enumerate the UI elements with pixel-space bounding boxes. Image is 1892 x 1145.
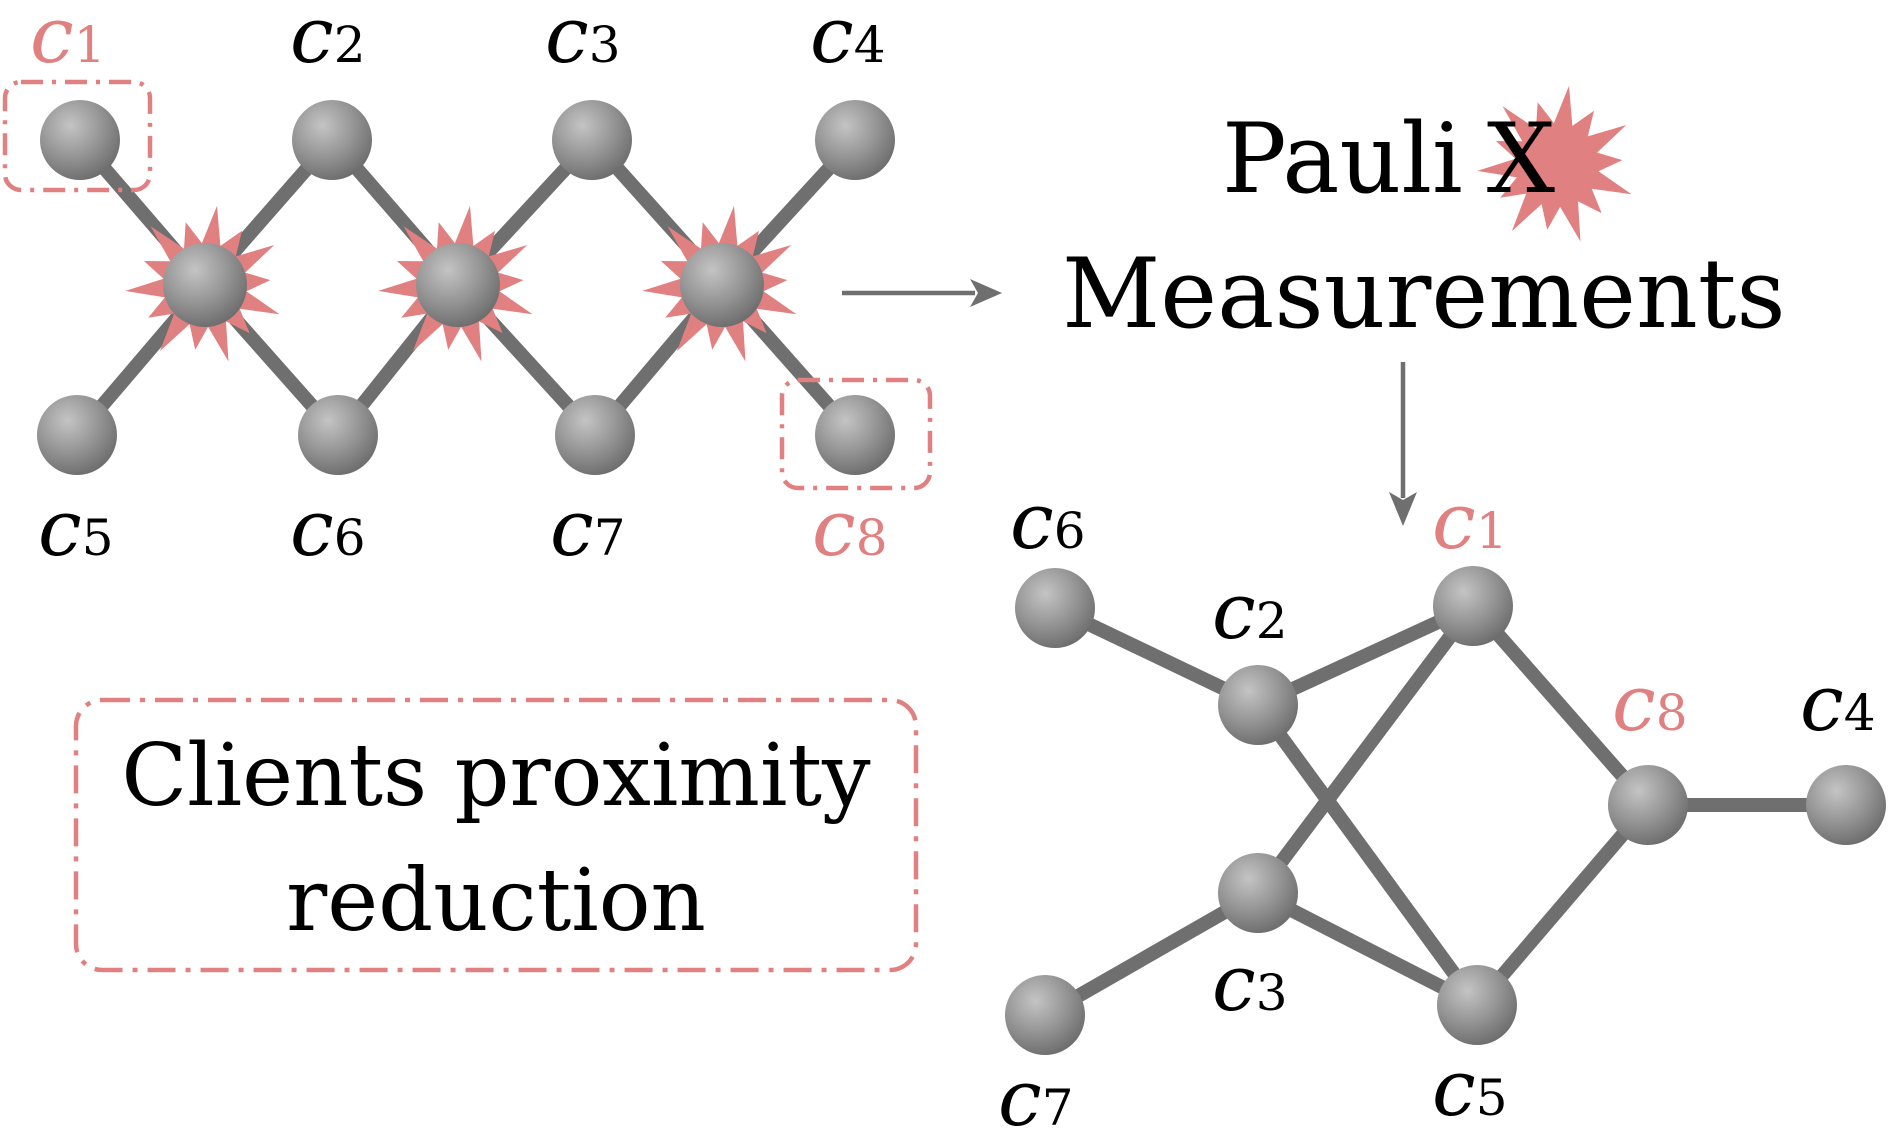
label-c4: c4 <box>810 0 886 81</box>
label-c4: c4 <box>1800 659 1876 749</box>
node-c3 <box>1218 853 1298 933</box>
label-c8: c8 <box>1612 659 1688 749</box>
node-c6 <box>1015 568 1095 648</box>
reduction-line-2: reduction <box>286 851 706 951</box>
label-c2: c2 <box>290 0 366 81</box>
node-c2 <box>292 100 372 180</box>
node-c1 <box>1433 566 1513 646</box>
label-c1: c1 <box>30 0 106 81</box>
label-c7: c7 <box>550 484 626 574</box>
left-graph: c1 c2 c3 c4 c5 c6 c7 c8 <box>2 0 933 574</box>
label-c3: c3 <box>1212 939 1288 1029</box>
measurements-label: Measurements <box>1062 238 1786 350</box>
node-c8 <box>1608 765 1688 845</box>
highlight-box-c8 <box>779 377 933 491</box>
right-graph-edges <box>1038 599 1853 1022</box>
edge-c3-c5 <box>1251 886 1484 1012</box>
left-graph-nodes <box>37 100 895 475</box>
label-c7: c7 <box>998 1054 1074 1144</box>
edge-c1-c3 <box>1251 599 1480 900</box>
arrow-right <box>842 279 1002 307</box>
label-c6: c6 <box>1010 477 1086 567</box>
label-c5: c5 <box>1432 1044 1508 1134</box>
node-c7 <box>555 395 635 475</box>
arrow-right-head <box>970 279 1002 307</box>
right-graph: c6 c2 c1 c8 c4 c3 c7 c5 <box>998 477 1886 1144</box>
node-c7 <box>1005 975 1085 1055</box>
node-c4 <box>815 100 895 180</box>
node-c3 <box>552 100 632 180</box>
starburst-icon <box>1477 85 1632 242</box>
node-ancilla-3 <box>680 243 764 327</box>
node-c4 <box>1806 765 1886 845</box>
node-ancilla-1 <box>163 243 247 327</box>
arrow-down <box>1389 362 1417 526</box>
edge-c3-c7 <box>1038 886 1265 1022</box>
node-c5 <box>1437 965 1517 1045</box>
reduction-box: Clients proximity reduction <box>73 697 919 973</box>
label-c2: c2 <box>1212 567 1288 657</box>
pauli-x-symbol: X <box>1487 103 1555 215</box>
left-graph-labels: c1 c2 c3 c4 c5 c6 c7 c8 <box>30 0 888 574</box>
node-c6 <box>298 395 378 475</box>
highlight-box-c1 <box>2 79 153 193</box>
edge-c2-c5 <box>1251 698 1484 1012</box>
node-c1 <box>40 100 120 180</box>
right-graph-labels: c6 c2 c1 c8 c4 c3 c7 c5 <box>998 477 1876 1144</box>
label-c5: c5 <box>38 484 114 574</box>
label-c8: c8 <box>812 484 888 574</box>
right-graph-nodes <box>1005 566 1886 1055</box>
reduction-box-frame <box>73 697 919 973</box>
node-c8 <box>815 395 895 475</box>
arrow-down-head <box>1389 492 1417 526</box>
label-c1: c1 <box>1432 477 1508 567</box>
label-c6: c6 <box>290 484 366 574</box>
node-c2 <box>1218 665 1298 745</box>
node-c5 <box>37 395 117 475</box>
label-c3: c3 <box>545 0 621 81</box>
edge-c8-c5 <box>1470 798 1655 1012</box>
node-ancilla-2 <box>416 243 500 327</box>
reduction-line-1: Clients proximity <box>121 726 871 826</box>
edge-c1-c8 <box>1466 599 1655 812</box>
